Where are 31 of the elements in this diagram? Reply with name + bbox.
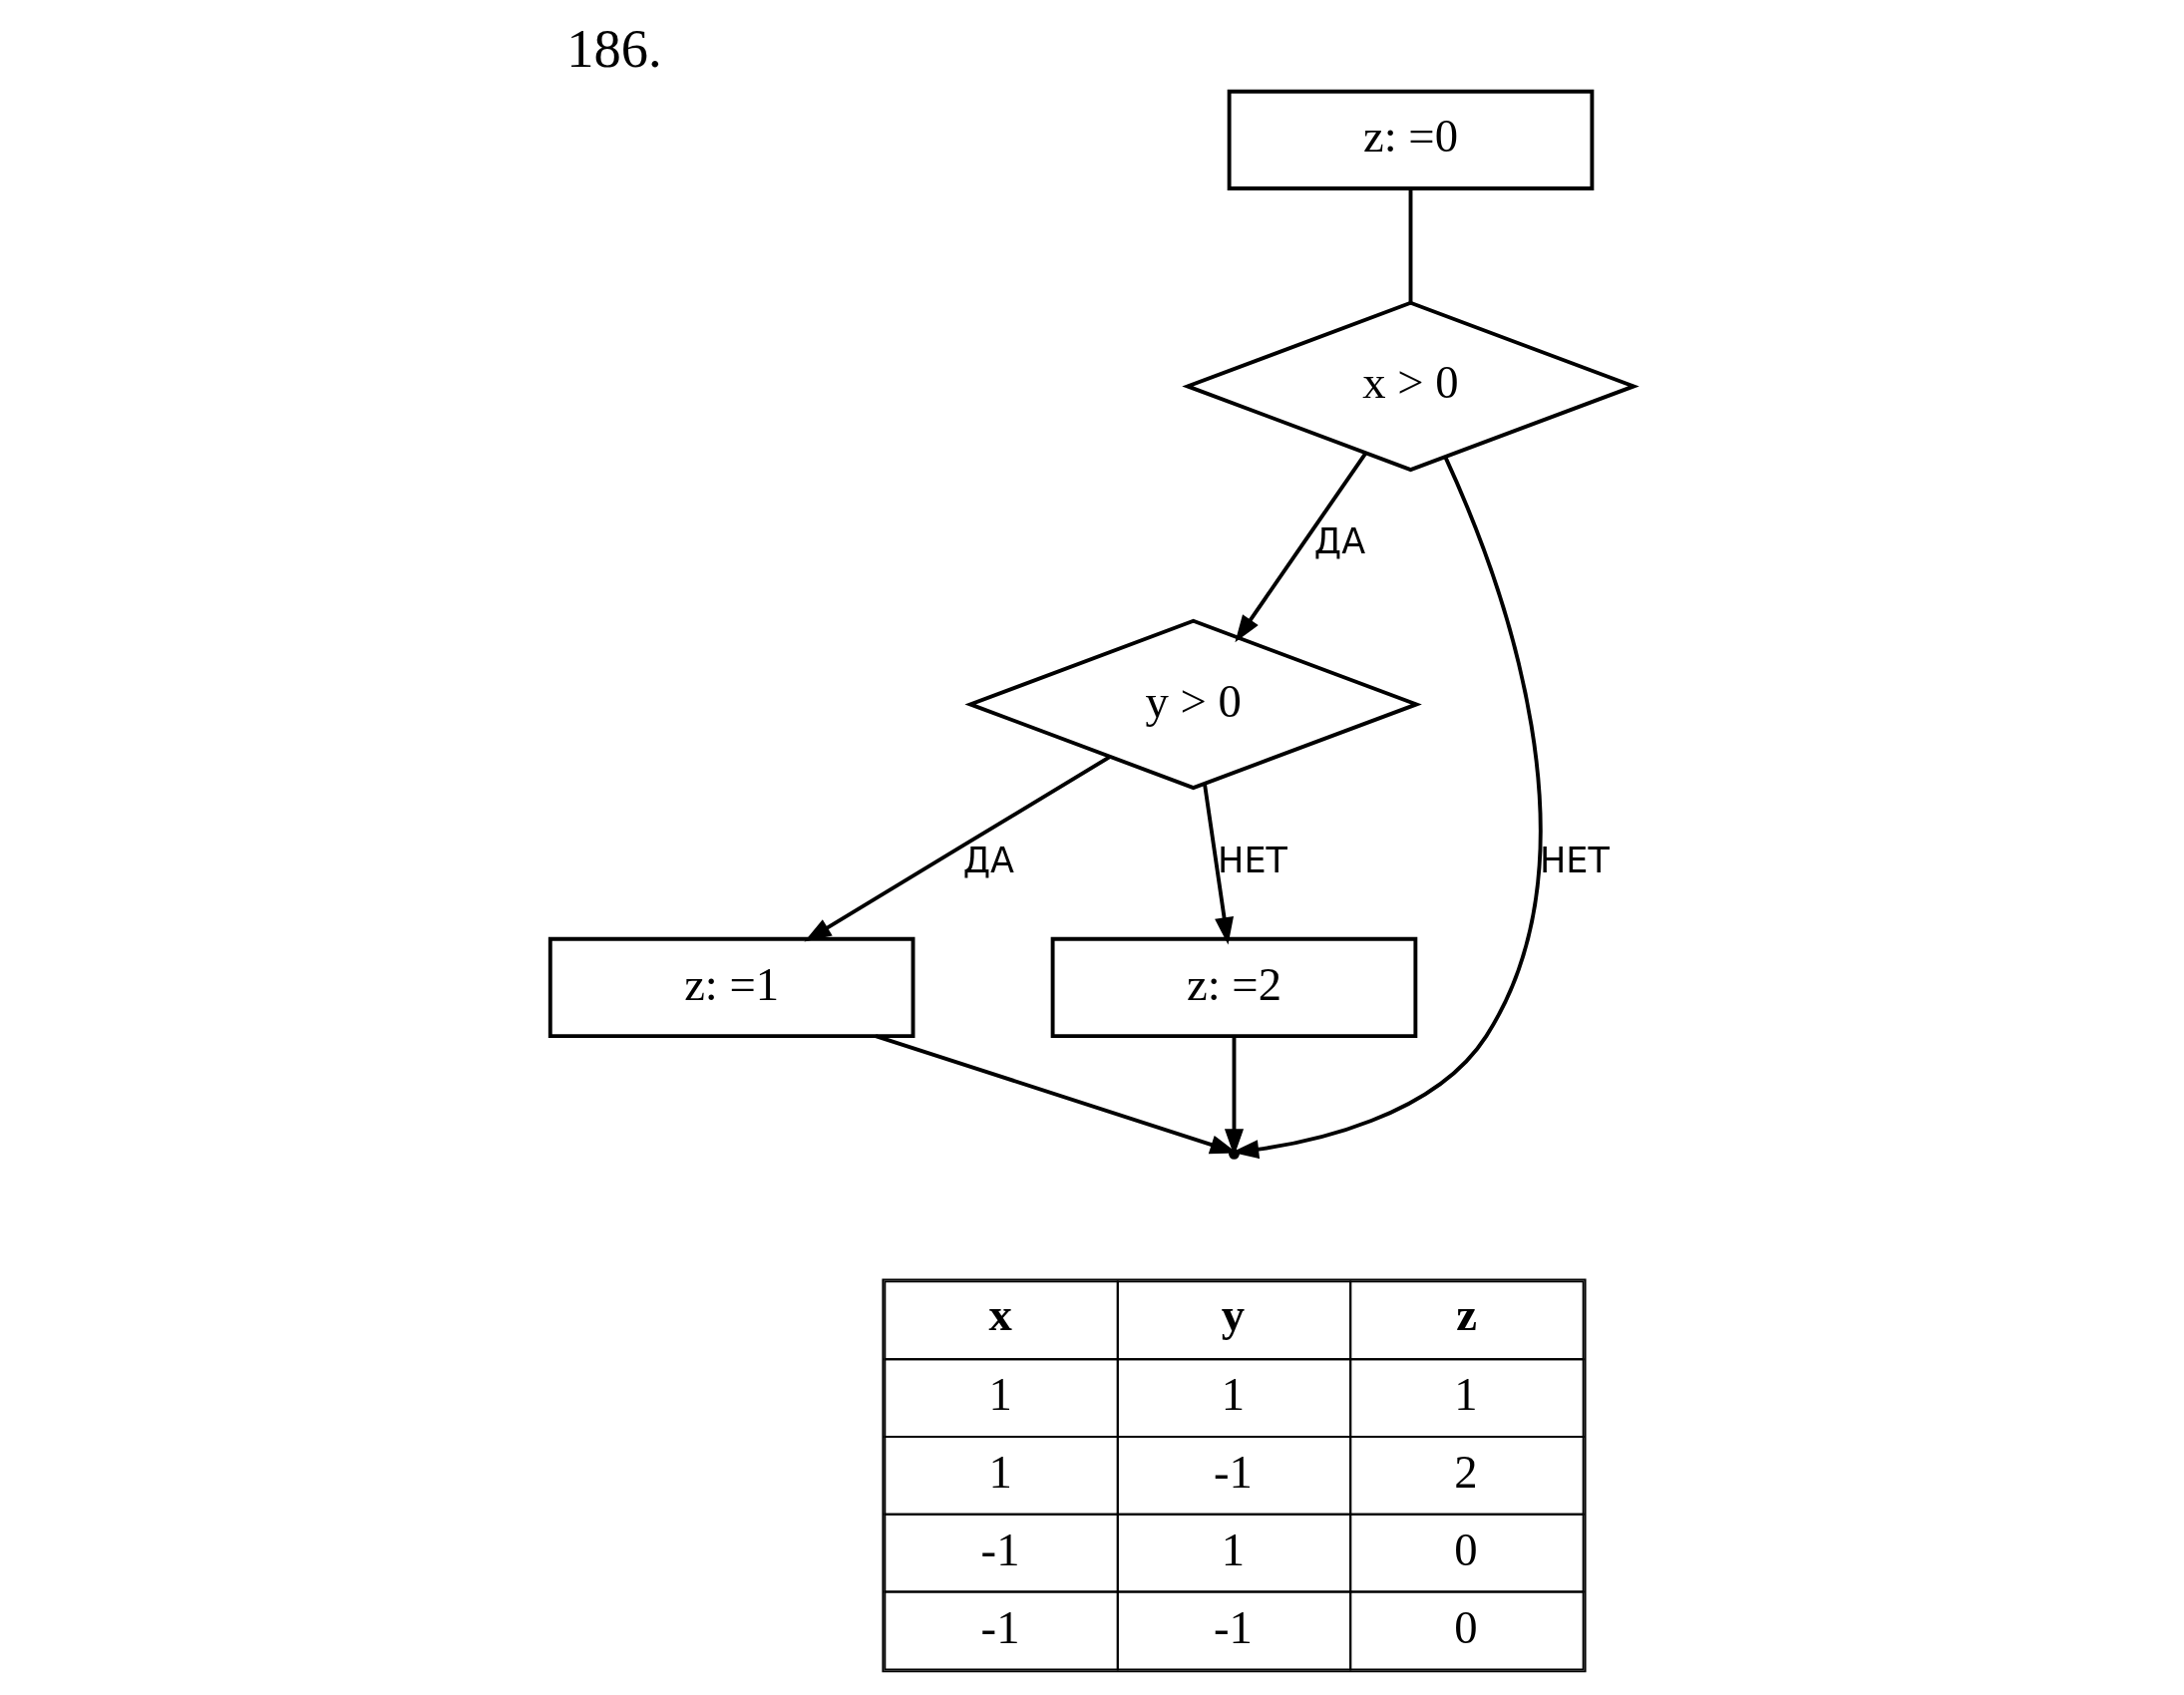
label: -1 [980,1523,1020,1575]
label: z [1456,1288,1477,1341]
arrow [1203,784,1234,945]
node-box: z: =0 [1227,89,1595,190]
diagram-title: 186. [566,18,662,80]
label: 1 [1454,1368,1478,1421]
label: 0 [1454,1600,1478,1653]
node-diamond: x > 0 [1182,300,1639,473]
arrow [804,755,1111,942]
label: 1 [1221,1523,1246,1575]
node-box: z: =1 [547,936,915,1039]
label: 0 [1454,1523,1478,1575]
label: -1 [980,1600,1020,1653]
arrow [1208,1036,1245,1157]
label: y [1221,1288,1246,1341]
node-box: z: =2 [1050,936,1418,1039]
label: -1 [1214,1600,1253,1653]
label: 1 [988,1445,1012,1498]
edge-label: НЕТ [1218,840,1287,880]
arrow [875,1034,1238,1155]
edge-label: НЕТ [1539,840,1610,880]
label: 1 [988,1368,1012,1421]
label: 1 [1221,1368,1246,1421]
label: 2 [1454,1445,1478,1498]
node-diamond: y > 0 [964,618,1422,791]
label: -1 [1214,1445,1253,1498]
edge-label: ДА [962,840,1015,880]
label: x [988,1288,1012,1341]
edge-label: ДА [1313,521,1366,562]
arrow [1235,452,1367,643]
connector [1408,188,1413,303]
